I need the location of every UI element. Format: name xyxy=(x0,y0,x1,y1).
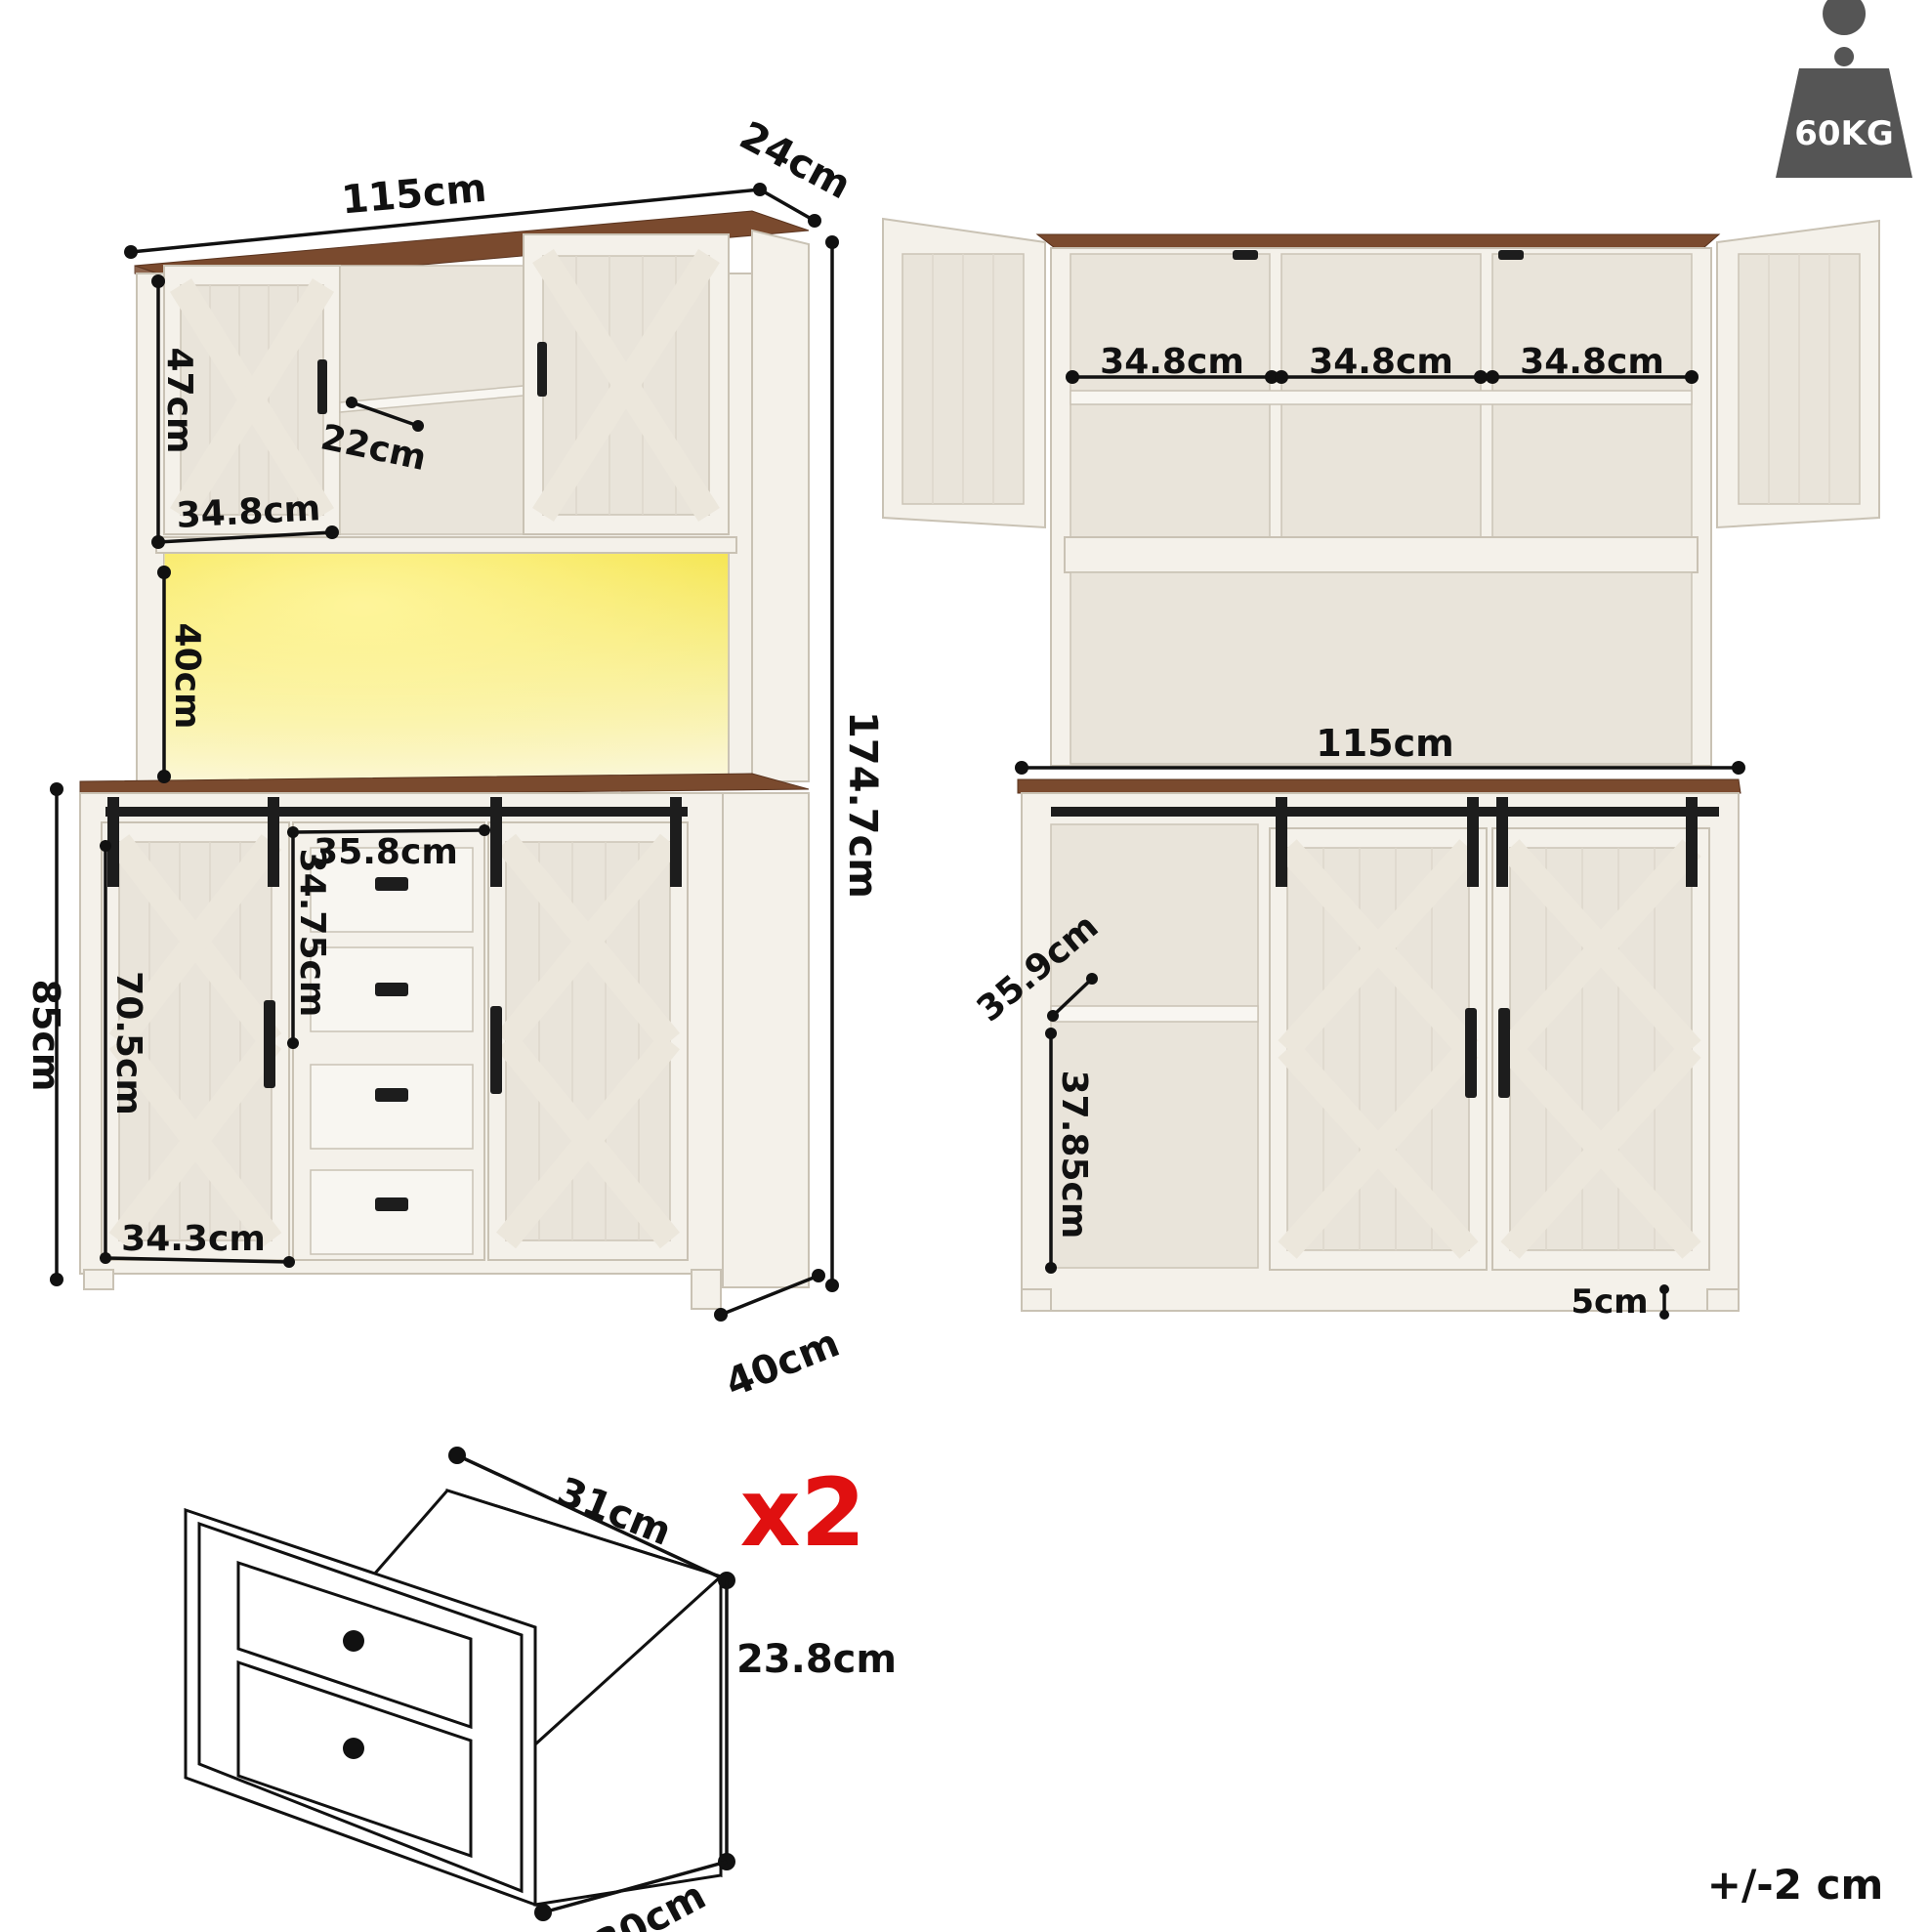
lower-left-sliding-door xyxy=(101,797,290,1261)
barn-hanger-icon xyxy=(268,797,279,887)
barn-hanger-icon xyxy=(107,797,119,887)
mid-rail xyxy=(1064,536,1699,573)
barn-hanger-icon xyxy=(1496,797,1508,887)
compartment-width-2-label: 34.8cm xyxy=(1309,342,1453,382)
open-hutch-area xyxy=(1070,571,1693,765)
lower-door-width-label: 34.3cm xyxy=(121,1219,266,1259)
upper-door-width-label: 34.8cm xyxy=(176,488,322,536)
lower-door-left xyxy=(1269,797,1488,1271)
door-handle-icon xyxy=(264,1000,275,1088)
compartment-width-3-label: 34.8cm xyxy=(1520,342,1664,382)
barn-hanger-icon xyxy=(490,797,502,887)
led-sensor-icon xyxy=(1233,250,1258,260)
door-handle-icon xyxy=(317,359,327,414)
leg-clearance-label: 5cm xyxy=(1571,1282,1648,1322)
counter-width-label: 115cm xyxy=(1316,722,1453,765)
base-leg xyxy=(83,1269,114,1290)
drawer-pull-icon xyxy=(375,983,408,996)
barn-hanger-icon xyxy=(1467,797,1479,887)
base-height-label: 85cm xyxy=(24,979,67,1091)
base-leg xyxy=(1706,1288,1740,1312)
right-cabinet-view xyxy=(882,217,1880,1312)
lower-right-sliding-door xyxy=(487,797,689,1261)
upper-right-door xyxy=(523,233,730,535)
barn-hanger-icon xyxy=(1276,797,1287,887)
sliding-door-rail xyxy=(105,807,688,817)
drawer-stack-width-label: 35.8cm xyxy=(314,832,458,872)
drawer-quantity-label: x2 xyxy=(740,1458,866,1568)
open-shelf-height-label: 37.85cm xyxy=(1054,1071,1094,1239)
base-leg xyxy=(1021,1288,1052,1312)
upper-door-height-label: 47cm xyxy=(159,348,199,454)
upper-shelf xyxy=(1070,390,1693,405)
hutch-top-board xyxy=(1035,233,1721,249)
light-open-height-label: 40cm xyxy=(167,623,207,730)
tolerance-note: +/-2 cm xyxy=(1707,1861,1883,1909)
drawer-pull-icon xyxy=(375,1088,408,1102)
base-side-panel xyxy=(722,792,810,1288)
drawer-stack-height-label: 34.75cm xyxy=(292,849,332,1018)
weight-icon xyxy=(1776,0,1912,178)
bottom-depth-label: 40cm xyxy=(719,1321,845,1407)
lower-door-right xyxy=(1491,797,1710,1271)
sliding-door-rail xyxy=(1051,807,1719,817)
upper-open-cubby xyxy=(339,265,524,535)
barn-hanger-icon xyxy=(670,797,682,887)
door-handle-icon xyxy=(537,342,547,397)
left-cabinet-view xyxy=(79,210,810,1310)
drawer-knob-icon xyxy=(343,1630,364,1652)
top-depth-label: 24cm xyxy=(733,113,858,208)
drawer-line-drawing: 31cm 23.8cm 30cm x2 xyxy=(184,1447,897,1932)
drawer-pull-icon xyxy=(375,1197,408,1211)
overall-height-label: 174.7cm xyxy=(840,711,885,899)
base-leg xyxy=(691,1269,722,1310)
weight-label: 60KG xyxy=(1794,114,1894,153)
base-counter-top xyxy=(79,773,810,798)
upper-left-door xyxy=(163,265,341,535)
led-sensor-icon xyxy=(1498,250,1524,260)
overall-width-label: 115cm xyxy=(340,166,488,224)
drawer-knob-icon xyxy=(343,1738,364,1759)
door-handle-icon xyxy=(1498,1008,1510,1098)
door-handle-icon xyxy=(490,1006,502,1094)
weight-badge: 60KG xyxy=(1776,0,1912,178)
barn-hanger-icon xyxy=(1686,797,1698,887)
base-counter-top xyxy=(1017,778,1741,794)
open-upper-left-door xyxy=(882,217,1046,529)
open-shelf-compartment xyxy=(1050,823,1259,1269)
drawer-height-label: 23.8cm xyxy=(736,1637,897,1682)
drawer-pull-icon xyxy=(375,877,408,891)
drawer-face-bottom xyxy=(236,1659,473,1859)
led-lit-opening xyxy=(155,536,737,782)
hutch-side-panel xyxy=(751,229,810,782)
open-upper-right-door xyxy=(1716,219,1880,529)
compartment-width-1-label: 34.8cm xyxy=(1100,342,1244,382)
lower-door-height-label: 70.5cm xyxy=(108,971,148,1115)
drawer-stack xyxy=(292,821,485,1261)
door-handle-icon xyxy=(1465,1008,1477,1098)
